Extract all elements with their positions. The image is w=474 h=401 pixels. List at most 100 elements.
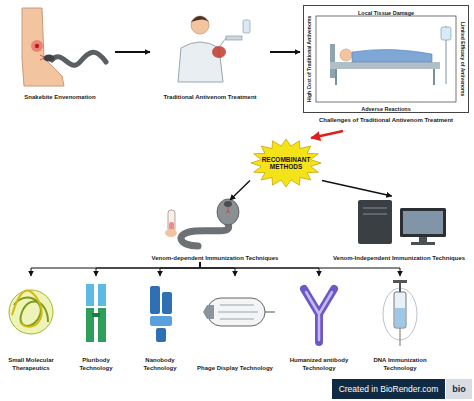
syringe-barrel bbox=[226, 36, 242, 40]
monitor-stand bbox=[419, 237, 427, 242]
node-label: RECOMBINANT METHODS bbox=[250, 138, 322, 188]
tower-slot bbox=[363, 207, 387, 209]
monitor-base bbox=[411, 242, 435, 245]
node-label: Limited Efficacy of Antivenoms bbox=[458, 5, 467, 113]
cobra-hood bbox=[217, 199, 239, 225]
illustration-node: Snakebite Envenomation bbox=[5, 3, 115, 101]
antibody-outline bbox=[304, 289, 334, 342]
node-label: DNA Immunization Technology bbox=[365, 357, 435, 372]
snake-head bbox=[44, 54, 55, 61]
flow-arrow bbox=[160, 262, 200, 276]
technology-node: Pluribody Technology bbox=[66, 276, 126, 372]
phage-stripe bbox=[220, 305, 254, 306]
small-molecule-icon bbox=[9, 290, 53, 334]
flow-arrow bbox=[31, 262, 200, 276]
node-label: Venom-Independent Immunization Technique… bbox=[326, 255, 472, 263]
technology-node: Small Molecular Therapeutics bbox=[0, 276, 62, 372]
tower-slot bbox=[363, 213, 387, 215]
syringe-needle bbox=[220, 38, 226, 46]
technique-group-node: Venom-dependent Immunization Techniques bbox=[140, 200, 290, 262]
pluribody-arm bbox=[86, 284, 94, 306]
technology-node: Phage Display Technology bbox=[195, 276, 275, 372]
leg-illustration bbox=[22, 8, 64, 86]
patient-illustration bbox=[178, 16, 250, 82]
patient-hair bbox=[191, 16, 209, 22]
snake-body bbox=[52, 52, 106, 65]
phage-capsule bbox=[207, 298, 265, 326]
node-label: Challenges of Traditional Antivenom Trea… bbox=[300, 117, 472, 125]
watermark-text: Created in BioRender.com bbox=[332, 379, 445, 399]
antibody-icon bbox=[304, 289, 334, 342]
nanobody-domain bbox=[156, 328, 166, 342]
pluribody-icon bbox=[86, 284, 106, 342]
bed-headboard bbox=[330, 44, 335, 78]
molecule-strand bbox=[12, 291, 42, 327]
monitor-screen bbox=[403, 211, 443, 234]
technology-node: Nanobody Technology bbox=[132, 276, 188, 372]
computer-illustration bbox=[358, 200, 446, 245]
phage-tail bbox=[265, 312, 275, 313]
molecule-strand bbox=[14, 298, 48, 326]
flow-arrow bbox=[270, 51, 300, 53]
node-label: Venom-dependent Immunization Techniques bbox=[140, 255, 290, 263]
nanobody-domain bbox=[162, 292, 172, 314]
node-label: Nanobody Technology bbox=[132, 357, 188, 372]
challenge-box: Local Tissue DamageHigh Cost of Traditio… bbox=[300, 3, 472, 131]
pluribody-arm bbox=[98, 284, 106, 306]
flow-arrow bbox=[230, 181, 250, 201]
inner-frame bbox=[316, 16, 456, 102]
plunger bbox=[399, 283, 401, 292]
box-outline bbox=[303, 5, 469, 113]
hand bbox=[165, 229, 177, 237]
bite-wound bbox=[31, 40, 43, 52]
node-label: Traditional Antivenom Treatment bbox=[150, 94, 270, 102]
flow-arrow bbox=[96, 262, 200, 276]
flow-arrow bbox=[200, 262, 400, 276]
nanobody-domain bbox=[150, 316, 172, 326]
bite-mark bbox=[35, 44, 39, 48]
cobra-illustration bbox=[165, 199, 239, 246]
node-label: Local Tissue Damage bbox=[300, 10, 472, 16]
monitor bbox=[400, 208, 446, 237]
flow-arrow bbox=[200, 262, 235, 276]
nanobody-domain bbox=[150, 286, 160, 314]
syringe-liquid bbox=[395, 308, 405, 327]
technology-node: Humanized antibody Technology bbox=[280, 276, 358, 372]
phage-stripe bbox=[220, 319, 254, 320]
node-label: Snakebite Envenomation bbox=[5, 94, 115, 102]
patient-head bbox=[191, 16, 209, 34]
snake-tongue bbox=[40, 55, 44, 60]
pluribody-link bbox=[92, 313, 100, 317]
patient-head bbox=[340, 49, 352, 61]
technique-group-node: Venom-Independent Immunization Technique… bbox=[326, 196, 472, 262]
injection-site bbox=[212, 46, 226, 58]
leg-shape bbox=[22, 8, 64, 86]
syringe-barrel bbox=[394, 292, 406, 328]
plunger-cap bbox=[393, 280, 407, 283]
iv-bag bbox=[441, 27, 451, 40]
technology-node: DNA Immunization Technology bbox=[365, 276, 435, 372]
antibody-core bbox=[306, 292, 332, 340]
phage-stripe bbox=[218, 312, 258, 313]
flow-arrow bbox=[115, 51, 150, 53]
cobra-body bbox=[181, 220, 229, 246]
node-label: Humanized antibody Technology bbox=[280, 357, 358, 372]
phage-head bbox=[203, 305, 214, 319]
phage-icon bbox=[203, 298, 275, 326]
syringe-icon bbox=[383, 280, 417, 346]
bed-frame bbox=[330, 62, 440, 69]
illustration-node: Traditional Antivenom Treatment bbox=[150, 3, 270, 101]
node-label: High Cost of Traditional Antivenoms bbox=[305, 5, 314, 113]
antivenom-vial bbox=[243, 20, 250, 33]
cobra-head bbox=[224, 201, 232, 207]
node-label: Small Molecular Therapeutics bbox=[0, 357, 62, 372]
cobra-tongue bbox=[226, 207, 230, 213]
hospital-bed-illustration bbox=[330, 26, 451, 85]
flow-arrow bbox=[322, 181, 392, 197]
watermark-logo: bio bbox=[446, 379, 472, 399]
